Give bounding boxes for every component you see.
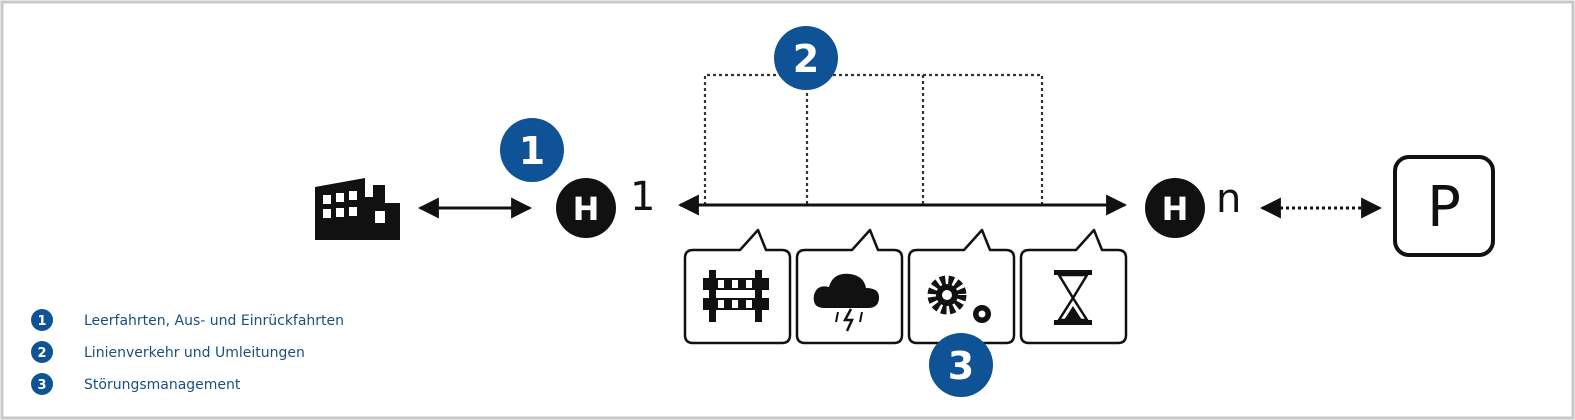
bus-stop-h-icon: H bbox=[1145, 178, 1205, 238]
legend-text: Linienverkehr und Umleitungen bbox=[84, 345, 305, 361]
svg-text:3: 3 bbox=[37, 378, 46, 393]
marker-3: 3 bbox=[929, 333, 993, 397]
svg-text:3: 3 bbox=[948, 344, 974, 388]
stop-letter: H bbox=[573, 190, 600, 228]
marker-1: 1 bbox=[500, 118, 564, 182]
storm-cloud-icon bbox=[813, 273, 880, 332]
route-variants bbox=[703, 73, 1044, 205]
gears-icon bbox=[927, 275, 991, 323]
legend-text: Störungsmanagement bbox=[84, 377, 241, 393]
stop-last-index: n bbox=[1216, 176, 1241, 222]
parking-letter: P bbox=[1427, 175, 1461, 240]
legend: 1 Leerfahrten, Aus- und Einrückfahrten 2… bbox=[31, 309, 344, 395]
stop-first-index: 1 bbox=[630, 174, 655, 220]
svg-text:2: 2 bbox=[37, 346, 46, 361]
legend-item: 3 Störungsmanagement bbox=[31, 373, 241, 395]
parking-icon: P bbox=[1393, 155, 1495, 257]
hourglass-icon bbox=[1054, 270, 1092, 325]
svg-text:2: 2 bbox=[793, 37, 819, 81]
legend-text: Leerfahrten, Aus- und Einrückfahrten bbox=[84, 313, 344, 329]
legend-item: 2 Linienverkehr und Umleitungen bbox=[31, 341, 305, 363]
marker-2: 2 bbox=[774, 26, 838, 90]
bus-stop-h-icon: H bbox=[556, 178, 616, 238]
legend-item: 1 Leerfahrten, Aus- und Einrückfahrten bbox=[31, 309, 344, 331]
barrier-icon bbox=[703, 270, 769, 322]
factory-icon bbox=[315, 178, 400, 240]
svg-text:1: 1 bbox=[519, 129, 545, 173]
svg-text:1: 1 bbox=[37, 314, 46, 329]
stop-letter: H bbox=[1162, 190, 1189, 228]
